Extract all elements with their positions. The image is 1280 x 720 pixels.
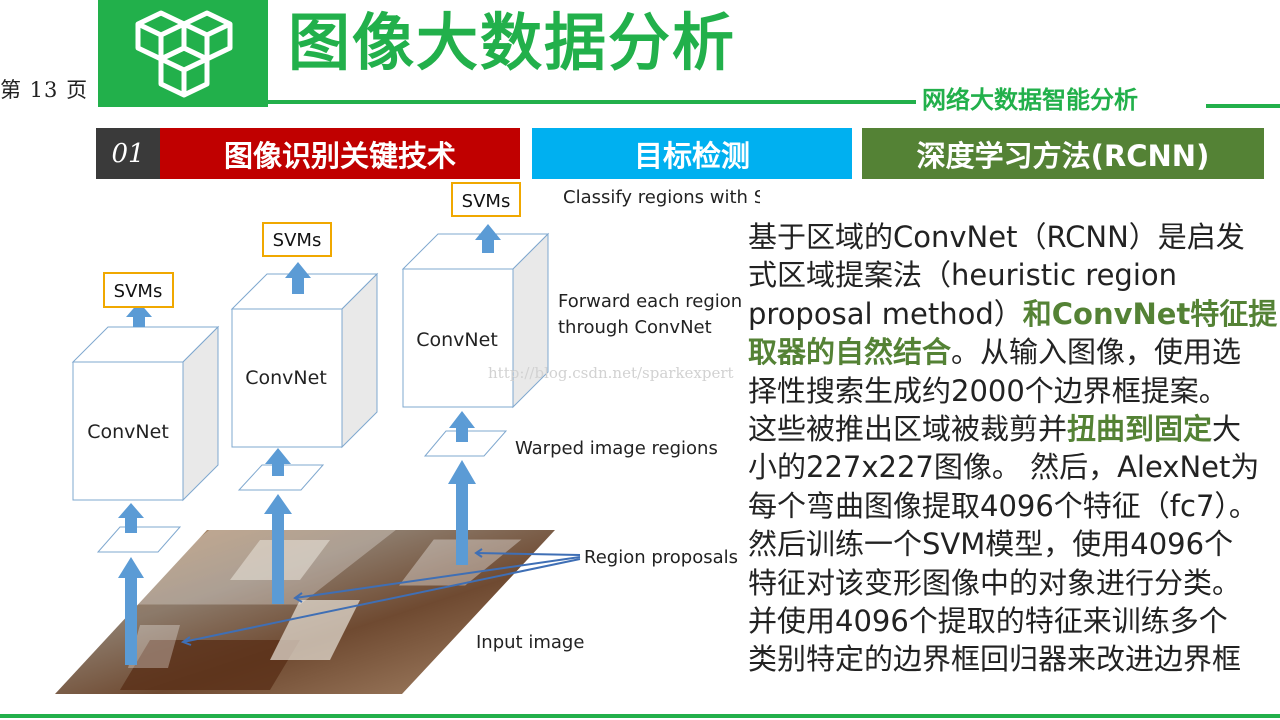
text-span: proposal method） — [748, 296, 1023, 331]
arrow-up-icon — [285, 262, 311, 294]
svm-box-3: SVMs — [451, 182, 521, 217]
arrow-up-icon — [118, 503, 144, 533]
highlight-text: 扭曲到固定 — [1067, 412, 1213, 447]
text-line: 式区域提案法（heuristic region — [748, 258, 1177, 293]
text-line: proposal method）和ConvNet特征提 — [748, 295, 1280, 333]
arrow-up-icon — [449, 411, 475, 442]
convnet-cube-3: ConvNet — [401, 232, 550, 409]
page-subtitle: 网络大数据智能分析 — [922, 86, 1138, 114]
rcnn-diagram: ConvNet ConvNet ConvNet — [55, 182, 760, 694]
warped-region-2 — [237, 464, 325, 491]
convnet-label-1: ConvNet — [87, 421, 169, 443]
page-number: 第 13 页 — [0, 78, 89, 102]
tab-image-recognition[interactable]: 图像识别关键技术 — [160, 128, 520, 179]
label-input: Input image — [476, 632, 584, 653]
label-forward-1: Forward each region — [558, 291, 742, 312]
text-line: 基于区域的ConvNet（RCNN）是启发 — [748, 220, 1245, 254]
arrow-up-icon — [118, 557, 144, 665]
highlight-text: 取器的自然结合 — [748, 335, 952, 370]
svm-label-2: SVMs — [273, 230, 322, 251]
text-line: 择性搜索生成约2000个边界框提案。 — [748, 373, 1228, 408]
text-line: 这些被推出区域被裁剪并扭曲到固定大 — [748, 410, 1280, 448]
arrow-up-icon — [264, 494, 292, 604]
svm-box-2: SVMs — [262, 222, 332, 257]
text-line: 特征对该变形图像中的对象进行分类。 — [748, 565, 1242, 600]
warped-region-1 — [96, 526, 182, 553]
footer-divider — [0, 714, 1280, 718]
arrow-up-icon — [126, 302, 152, 327]
header-divider — [98, 100, 916, 104]
label-proposals: Region proposals — [584, 547, 738, 568]
arrow-up-icon — [475, 224, 501, 253]
highlight-text: 和ConvNet特征提 — [1022, 296, 1278, 331]
input-image — [55, 529, 555, 694]
text-line: 并使用4096个提取的特征来训练多个 — [748, 604, 1228, 639]
tab-rcnn[interactable]: 深度学习方法(RCNN) — [862, 128, 1264, 179]
svm-box-1: SVMs — [103, 272, 174, 308]
watermark: http://blog.csdn.net/sparkexpert — [488, 364, 734, 382]
tab-object-detection[interactable]: 目标检测 — [532, 128, 852, 179]
page-title: 图像大数据分析 — [288, 6, 737, 79]
description-text: 基于区域的ConvNet（RCNN）是启发 式区域提案法（heuristic r… — [748, 218, 1280, 679]
cubes-icon — [135, 10, 233, 98]
text-line: 小的227x227图像。 然后，AlexNet为 — [748, 450, 1260, 485]
text-line: 取器的自然结合。从输入图像，使用选 — [748, 333, 1280, 371]
convnet-label-2: ConvNet — [245, 367, 327, 389]
label-classify: Classify regions with SVMs — [563, 187, 760, 208]
arrow-up-icon — [448, 460, 476, 565]
section-number: 01 — [96, 128, 160, 179]
text-line: 每个弯曲图像提取4096个特征（fc7）。 — [748, 488, 1258, 523]
convnet-label-3: ConvNet — [416, 329, 498, 351]
label-forward-2: through ConvNet — [558, 317, 712, 338]
proposal-pointers — [180, 548, 581, 646]
text-span: 这些被推出区域被裁剪并 — [748, 412, 1068, 447]
logo — [98, 0, 268, 107]
text-line: 然后训练一个SVM模型，使用4096个 — [748, 527, 1234, 562]
header-divider-right — [1206, 104, 1280, 108]
svm-label-3: SVMs — [462, 191, 511, 212]
convnet-cube-2: ConvNet — [230, 272, 379, 449]
text-span: 大 — [1212, 412, 1242, 447]
warped-region-3 — [423, 430, 508, 457]
arrow-up-icon — [265, 448, 291, 476]
convnet-cube-1: ConvNet — [71, 325, 220, 502]
label-warped: Warped image regions — [515, 438, 718, 459]
text-span: 。从输入图像，使用选 — [951, 335, 1242, 370]
text-line: 类别特定的边界框回归器来改进边界框 — [748, 642, 1242, 677]
svm-label-1: SVMs — [114, 281, 163, 302]
